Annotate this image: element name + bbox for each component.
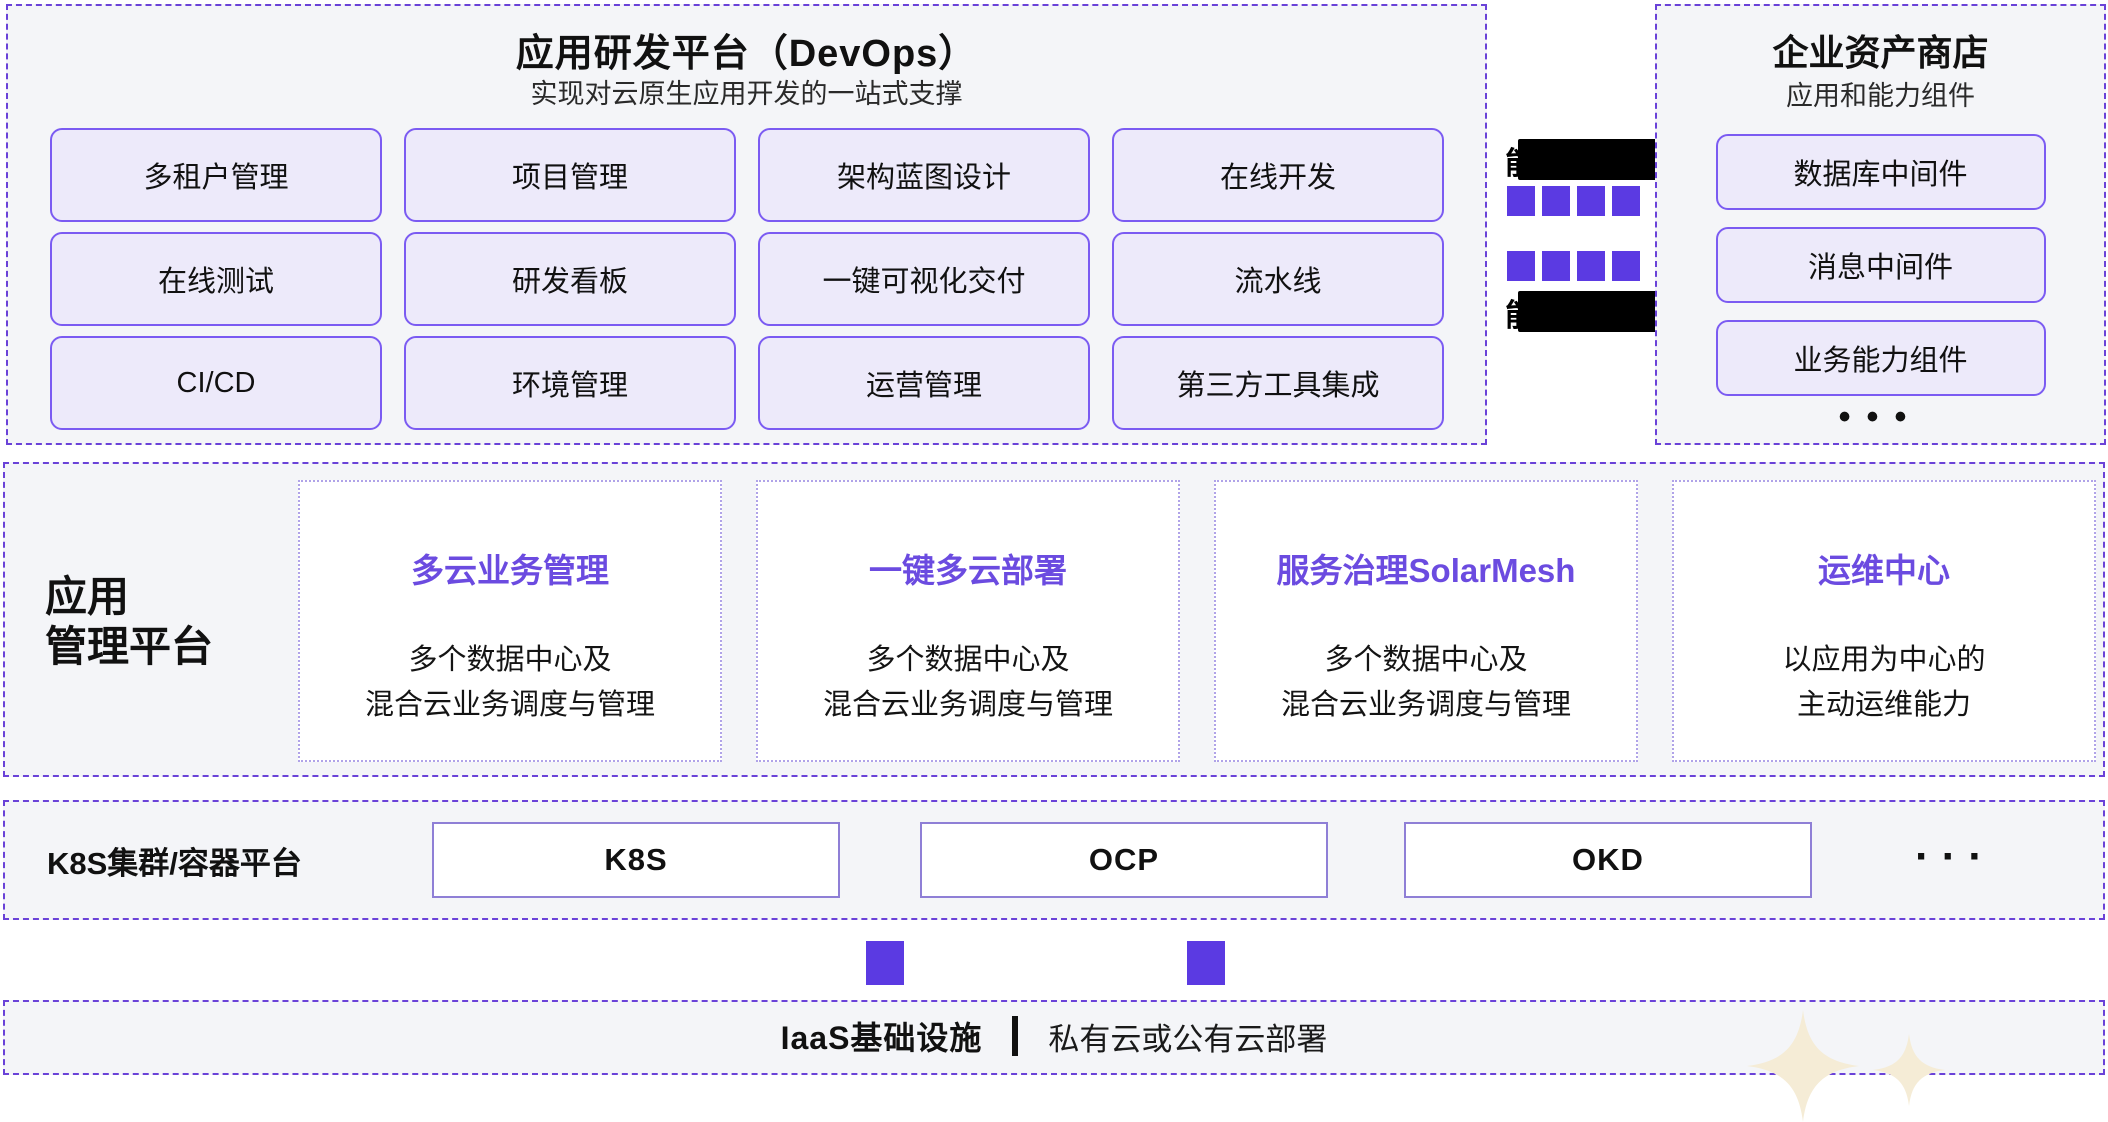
platform-card-line2: 混合云业务调度与管理	[1280, 688, 1571, 721]
k8s-band: K8S集群/容器平台 K8S OCP OKD ···	[3, 800, 2105, 920]
asset-store-panel: 企业资产商店 应用和能力组件 数据库中间件 消息中间件 业务能力组件 •••	[1655, 4, 2106, 445]
asset-store-subtitle: 应用和能力组件	[1786, 81, 1975, 111]
redacted-label: 能	[1505, 138, 1670, 182]
asset-store-title: 企业资产商店	[1772, 32, 1989, 73]
asset-item: 业务能力组件	[1715, 320, 2046, 396]
module-button: 环境管理	[404, 336, 736, 430]
platform-card-title: 多云业务管理	[411, 552, 609, 589]
k8s-band-label: K8S集群/容器平台	[47, 845, 302, 881]
connector-squares-row	[1507, 186, 1640, 216]
connector-square	[1542, 251, 1570, 281]
connector-square	[1542, 186, 1570, 216]
devops-module-grid: 多租户管理 项目管理 架构蓝图设计 在线开发 在线测试 研发看板 一键可视化交付…	[50, 128, 1444, 430]
asset-item: 数据库中间件	[1715, 134, 2046, 210]
app-mgmt-label-line1: 应用	[45, 573, 130, 620]
more-dots: •••	[1838, 398, 1923, 436]
devops-platform-panel: 应用研发平台（DevOps） 实现对云原生应用开发的一站式支撑 多租户管理 项目…	[6, 4, 1487, 445]
platform-card-line1: 以应用为中心的	[1782, 644, 1986, 676]
redaction-bar	[1518, 291, 1664, 332]
module-button: 一键可视化交付	[758, 232, 1090, 326]
app-mgmt-cards: 多云业务管理 多个数据中心及 混合云业务调度与管理 一键多云部署 多个数据中心及…	[298, 480, 2096, 762]
module-button: 运营管理	[758, 336, 1090, 430]
module-button: 在线开发	[1112, 128, 1444, 222]
module-button: 研发看板	[404, 232, 736, 326]
connector-square	[1612, 186, 1640, 216]
platform-card: 运维中心 以应用为中心的 主动运维能力	[1672, 480, 2096, 762]
connector-square	[1507, 186, 1535, 216]
connector-square	[1577, 251, 1605, 281]
app-mgmt-band-label: 应用 管理平台	[45, 572, 213, 673]
k8s-item: K8S	[432, 822, 840, 898]
module-button: CI/CD	[50, 336, 382, 430]
architecture-diagram: { "colors": { "accent_purple": "#5b3ae2"…	[3, 4, 2106, 1122]
sparkle-icon	[1747, 1010, 1859, 1122]
asset-store-items: 数据库中间件 消息中间件 业务能力组件	[1657, 134, 2104, 396]
platform-card-line1: 多个数据中心及	[866, 644, 1070, 676]
connector-square	[1612, 251, 1640, 281]
k8s-item: OKD	[1404, 822, 1812, 898]
module-button: 流水线	[1112, 232, 1444, 326]
platform-card-title: 一键多云部署	[869, 552, 1067, 589]
connector-square	[866, 941, 904, 985]
platform-card-title: 运维中心	[1818, 552, 1950, 589]
k8s-item: OCP	[920, 822, 1328, 898]
sparkle-icon	[1873, 1034, 1945, 1106]
iaas-band: IaaS基础设施 私有云或公有云部署	[3, 1000, 2105, 1122]
connector-square	[1507, 251, 1535, 281]
platform-card: 一键多云部署 多个数据中心及 混合云业务调度与管理	[756, 480, 1180, 762]
devops-panel-title: 应用研发平台（DevOps）	[515, 33, 978, 75]
asset-item: 消息中间件	[1715, 227, 2046, 303]
app-mgmt-label-line2: 管理平台	[45, 623, 214, 671]
module-button: 在线测试	[50, 232, 382, 326]
iaas-band-label: IaaS基础设施	[780, 1020, 983, 1056]
platform-card: 多云业务管理 多个数据中心及 混合云业务调度与管理	[298, 480, 722, 762]
platform-card-line1: 多个数据中心及	[1324, 644, 1528, 676]
module-button: 第三方工具集成	[1112, 336, 1444, 430]
app-mgmt-band: 应用 管理平台 多云业务管理 多个数据中心及 混合云业务调度与管理 一键多云部署…	[3, 462, 2105, 777]
redaction-bar	[1518, 139, 1670, 180]
connector-square	[1577, 186, 1605, 216]
connector-squares-row	[1507, 251, 1640, 281]
module-button: 架构蓝图设计	[758, 128, 1090, 222]
module-button: 项目管理	[404, 128, 736, 222]
platform-card-line2: 混合云业务调度与管理	[822, 688, 1113, 721]
divider-bar	[1012, 1016, 1019, 1056]
platform-card-line2: 混合云业务调度与管理	[364, 688, 655, 721]
connector-column: 能 能 工	[1487, 4, 1683, 445]
redacted-label: 能 工	[1505, 290, 1683, 334]
platform-card: 服务治理SolarMesh 多个数据中心及 混合云业务调度与管理	[1214, 480, 1638, 762]
platform-card-title: 服务治理SolarMesh	[1276, 552, 1576, 589]
devops-panel-subtitle: 实现对云原生应用开发的一站式支撑	[530, 79, 963, 109]
iaas-band-description: 私有云或公有云部署	[1048, 1021, 1328, 1057]
platform-card-line1: 多个数据中心及	[408, 644, 612, 676]
more-dots: ···	[1915, 832, 1995, 881]
connector-square	[1187, 941, 1225, 985]
platform-card-line2: 主动运维能力	[1796, 688, 1971, 721]
module-button: 多租户管理	[50, 128, 382, 222]
